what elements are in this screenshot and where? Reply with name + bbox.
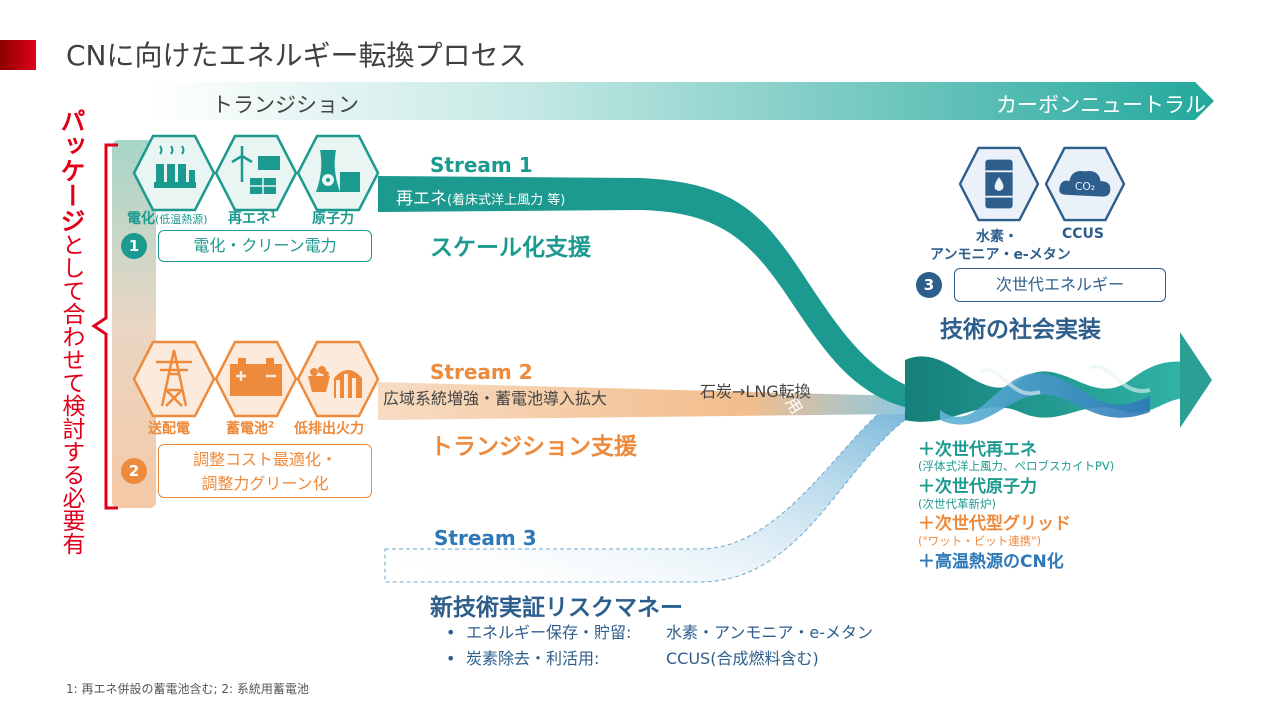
next-gen-nuclear: ＋次世代原子力 — [918, 477, 1037, 498]
stream2-band-text-2: 石炭→LNG転換 — [700, 382, 811, 401]
package-side-label: パッケージとして合わせて検討する必要有 — [54, 108, 88, 555]
group1-box: 電化・クリーン電力 — [158, 230, 372, 262]
transmission-tower-icon — [132, 340, 216, 418]
page-title: CNに向けたエネルギー転換プロセス — [66, 39, 527, 72]
stream2-band — [378, 382, 905, 420]
left-gradient-bar — [112, 140, 156, 508]
group3-number-badge: 3 — [916, 272, 942, 298]
transition-arrow — [150, 82, 1214, 120]
next-gen-renewables: ＋次世代再エネ — [918, 440, 1037, 460]
stream3-bullet: •炭素除去・利活用:CCUS(合成燃料含む) — [446, 649, 819, 668]
stream3-bullet-list: •エネルギー保存・貯留:水素・アンモニア・e-メタン •炭素除去・利活用:CCU… — [446, 620, 873, 672]
transition-label: トランジション — [212, 93, 359, 117]
stream1-band — [378, 176, 935, 412]
stream1-label: Stream 1 — [430, 153, 533, 177]
package-rest: として合わせて検討する必要有 — [58, 233, 84, 555]
nuclear-plant-icon — [296, 134, 380, 212]
wind-solar-icon — [214, 134, 298, 212]
carbon-neutral-label: カーボンニュートラル — [996, 93, 1206, 117]
stream2-support: トランジション支援 — [430, 434, 637, 460]
icon-label-nuclear: 原子力 — [312, 211, 354, 227]
icon-label-renewables: 再エネ1 — [228, 210, 277, 227]
battery-icon — [214, 340, 298, 418]
stream1-band-text: 再エネ(着床式洋上風力 等) — [396, 189, 566, 209]
stream3-bullet: •エネルギー保存・貯留:水素・アンモニア・e-メタン — [446, 623, 873, 642]
factory-icon — [132, 134, 216, 212]
icon-label-low-emission-thermal: 低排出火力 — [294, 421, 364, 437]
group3-heading: 技術の社会実装 — [940, 317, 1101, 343]
next-gen-list: ＋次世代再エネ (浮体式洋上風力、ペロブスカイトPV) ＋次世代原子力 (次世代… — [918, 440, 1114, 572]
group3-box: 次世代エネルギー — [954, 268, 1166, 302]
next-gen-grid: ＋次世代型グリッド — [918, 514, 1071, 535]
thermal-plant-icon — [296, 340, 380, 418]
next-gen-nuclear-sub: (次世代革新炉) — [918, 496, 996, 511]
icon-label-battery: 蓄電池2 — [226, 420, 275, 437]
co2-cloud-icon: CO₂ — [1044, 146, 1126, 222]
co2-icon-text: CO₂ — [1075, 180, 1095, 193]
stream1-support: スケール化支援 — [430, 235, 591, 261]
icon-label-ccus: CCUS — [1062, 226, 1104, 242]
stream3-label: Stream 3 — [434, 526, 537, 550]
stream2-label: Stream 2 — [430, 360, 533, 384]
next-gen-renewables-sub: (浮体式洋上風力、ペロブスカイトPV) — [918, 459, 1115, 474]
group2-number-badge: 2 — [121, 458, 147, 484]
icon-label-hydrogen-line2: アンモニア・e-メタン — [930, 247, 1071, 263]
braided-arrow — [905, 332, 1212, 428]
group2-box-line2: 調整力グリーン化 — [201, 474, 329, 493]
next-gen-heat: ＋高温熱源のCN化 — [918, 551, 1064, 572]
next-gen-grid-sub: ("ワット・ビット連携") — [918, 533, 1042, 548]
icon-label-hydrogen-line1: 水素・ — [976, 229, 1018, 245]
stream2-band-text: 広域系統増強・蓄電池導入拡大 — [383, 389, 608, 408]
footnote: 1: 再エネ併設の蓄電池含む; 2: 系統用蓄電池 — [66, 682, 309, 696]
icon-label-transmission: 送配電 — [148, 421, 190, 437]
stream3-support: 新技術実証リスクマネー — [430, 595, 683, 621]
group2-box: 調整コスト最適化・ 調整力グリーン化 — [158, 444, 372, 498]
title-accent-bar — [0, 40, 36, 70]
icon-label-electrification: 電化(低温熱源) — [127, 211, 208, 227]
group2-box-line1: 調整コスト最適化・ — [192, 450, 337, 469]
package-bracket — [91, 143, 118, 510]
package-highlight: パッケージ — [57, 108, 86, 233]
oil-barrel-icon — [958, 146, 1040, 222]
stream3-band — [384, 394, 906, 583]
group1-number-badge: 1 — [121, 233, 147, 259]
